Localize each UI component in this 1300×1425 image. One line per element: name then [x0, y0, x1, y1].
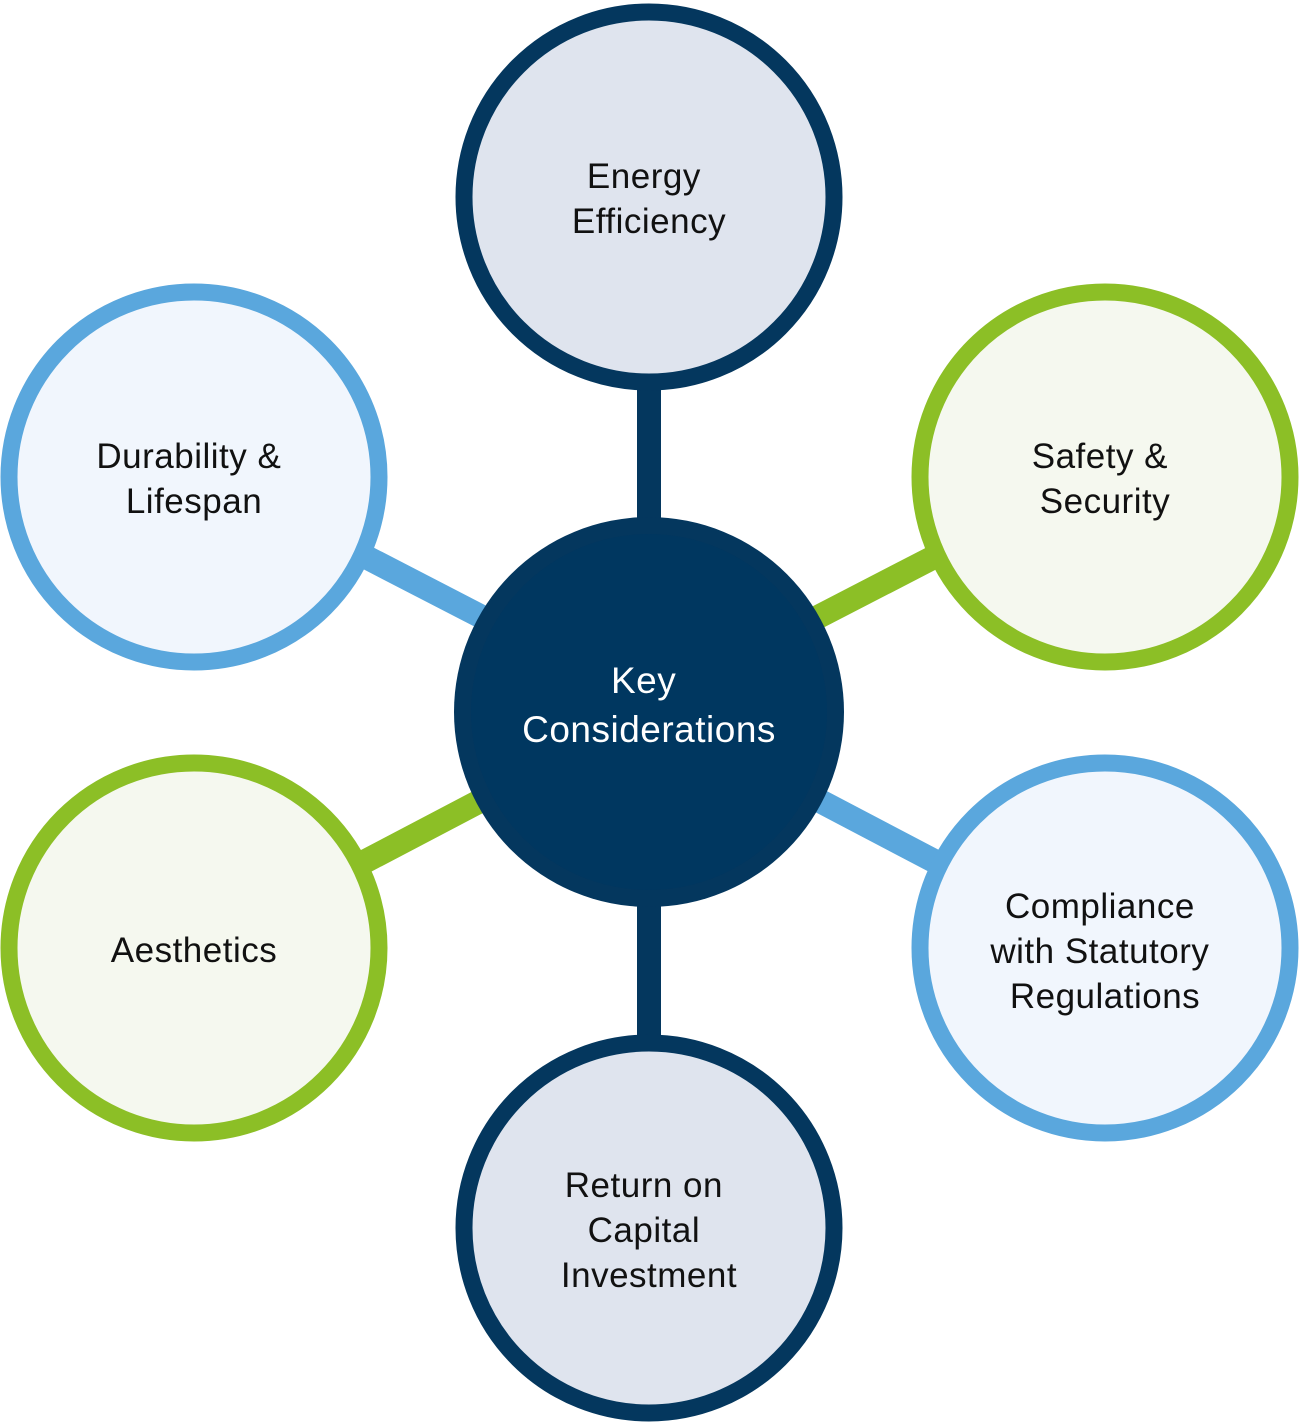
node-label-line: Lifespan: [126, 482, 262, 521]
node-label-line: Durability &: [96, 437, 281, 476]
node-label-line: Compliance: [1005, 887, 1195, 926]
node-label-line: Capital: [588, 1211, 700, 1250]
node-circle: [911, 283, 1299, 671]
connector-safety-security: [812, 544, 944, 628]
node-safety-security: Safety & Security: [911, 283, 1299, 671]
node-label-line: with Statutory: [989, 932, 1209, 971]
node-label-line: Security: [1040, 482, 1170, 521]
node-label-line: Return on: [565, 1166, 723, 1205]
node-label: Aesthetics: [111, 931, 277, 970]
node-label-line: Aesthetics: [111, 931, 277, 970]
node-label: Durability & Lifespan: [96, 437, 291, 521]
node-label: Energy Efficiency: [572, 157, 726, 241]
center-label-line-1: Key: [611, 660, 676, 701]
node-return-on-capital: Return on Capital Investment: [455, 1034, 843, 1422]
connector-durability-lifespan: [356, 544, 488, 628]
node-circle: [455, 1034, 843, 1422]
center-circle-inner: [471, 534, 827, 890]
node-label: Compliance with Statutory Regulations: [989, 887, 1219, 1016]
center-label-line-2: Considerations: [522, 709, 776, 750]
node-label: Return on Capital Investment: [561, 1166, 737, 1295]
node-durability-lifespan: Durability & Lifespan: [0, 283, 388, 671]
center-label: Key Considerations: [522, 660, 776, 750]
node-label-line: Safety &: [1032, 437, 1168, 476]
node-label-line: Investment: [561, 1256, 737, 1295]
node-compliance-regulations: Compliance with Statutory Regulations: [911, 754, 1299, 1142]
node-circle: [455, 3, 843, 391]
node-energy-efficiency: Energy Efficiency: [455, 3, 843, 391]
connector-aesthetics: [356, 789, 488, 874]
node-aesthetics: Aesthetics: [0, 754, 388, 1142]
node-label-line: Energy: [587, 157, 701, 196]
node-circle: [0, 754, 388, 1142]
center-node: Key Considerations: [454, 517, 844, 907]
node-label-line: Efficiency: [572, 202, 726, 241]
connector-compliance-regulations: [812, 789, 944, 874]
node-circle: [911, 754, 1299, 1142]
connectors: [356, 388, 944, 1036]
node-circle: [0, 283, 388, 671]
node-label-line: Regulations: [1010, 977, 1200, 1016]
node-label: Safety & Security: [1032, 437, 1179, 521]
